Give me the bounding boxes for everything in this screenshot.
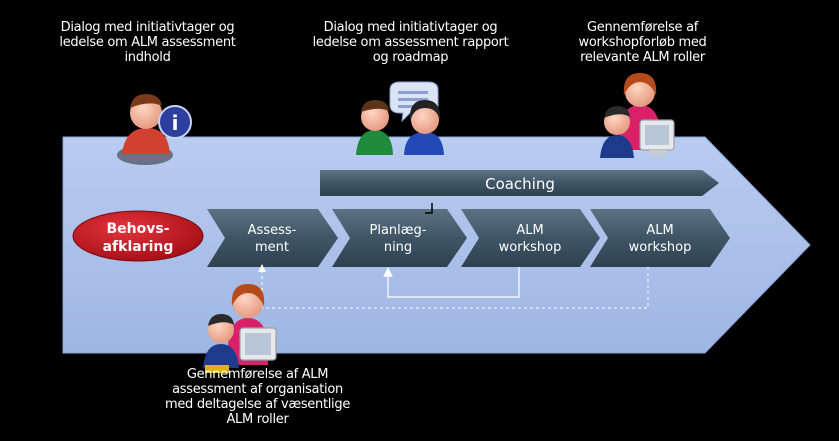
assessment-line1: Assess- [248,223,297,238]
behov-line2: afklaring [103,239,174,255]
step-alm-workshop-1: ALM workshop [461,209,600,267]
caption-bottom-line3: med deltagelse af væsentlige [164,397,351,412]
caption-top-left-line1: Dialog med initiativtager og [60,20,235,35]
feedback-arrow-dashed [258,264,649,309]
planlaegning-line2: ning [384,240,412,255]
workshop1-line2: workshop [499,240,562,255]
people-computer-icon-bottom [203,284,277,373]
caption-top-left: Dialog med initiativtager og ledelse om … [50,20,245,65]
svg-text:i: i [172,111,179,135]
coaching-bar: Coaching [320,170,719,196]
caption-bottom-line2: assessment af organisation [172,382,343,397]
caption-top-left-line3: indhold [124,50,171,65]
coaching-label: Coaching [485,175,555,193]
caption-bottom: Gennemførelse af ALM assessment af organ… [155,367,360,427]
caption-bottom-line1: Gennemførelse af ALM [186,367,329,382]
assessment-line2: ment [255,240,289,255]
planlaegning-line1: Planlæg- [370,223,427,238]
caption-top-right-line2: workshopforløb med [578,35,707,50]
workshop2-line1: ALM [646,223,673,238]
connector-tick [425,203,433,214]
person-info-icon: i [117,94,192,165]
step-assessment: Assess- ment [207,209,338,267]
caption-top-right-line1: Gennemførelse af [586,20,699,35]
svg-text:Behovs-: Behovs- [106,221,169,237]
caption-bottom-line4: ALM roller [226,412,289,427]
caption-top-middle-line1: Dialog med initiativtager og [323,20,498,35]
caption-top-middle: Dialog med initiativtager og ledelse om … [303,20,518,65]
svg-text:afklaring: afklaring [103,239,174,255]
caption-top-right-line3: relevante ALM roller [580,50,705,65]
people-computer-icon-top [600,73,675,158]
feedback-arrow-workshop [383,267,520,298]
workshop1-line1: ALM [516,223,543,238]
step-alm-workshop-2: ALM workshop [590,209,730,267]
behov-line1: Behovs- [106,221,169,237]
caption-top-middle-line3: og roadmap [372,50,449,65]
caption-top-middle-line2: ledelse om assessment rapport [312,35,509,50]
two-people-speech-icon [356,81,444,155]
workshop2-line2: workshop [629,240,692,255]
step-behovsafklaring: Behovs- afklaring [72,210,204,262]
step-planlaegning: Planlæg- ning [332,209,467,267]
caption-top-left-line2: ledelse om ALM assessment [59,35,236,50]
caption-top-right: Gennemførelse af workshopforløb med rele… [560,20,725,65]
